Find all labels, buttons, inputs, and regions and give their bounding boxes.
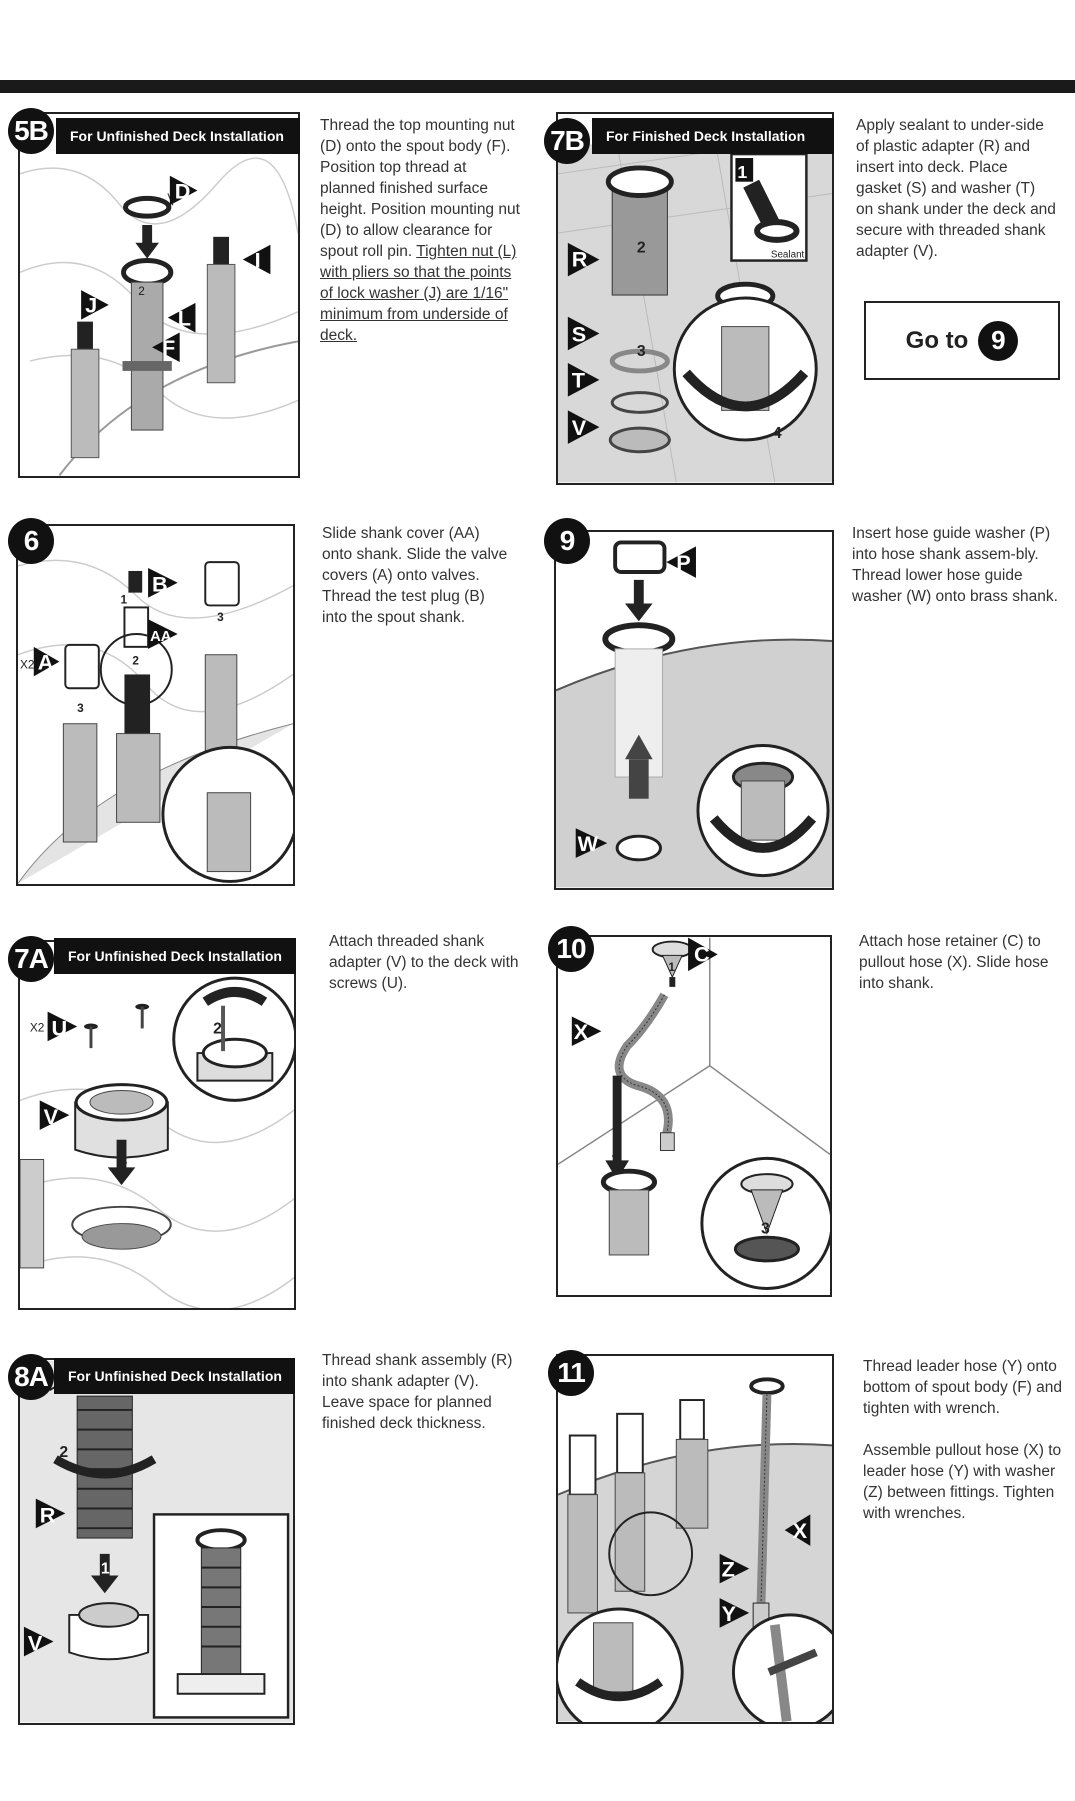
- go-to-text: Go to: [905, 326, 969, 354]
- label-p: P: [676, 550, 690, 575]
- label-i: I: [255, 247, 261, 272]
- callout-3: 3: [761, 1220, 770, 1237]
- description-paragraph-2: Assemble pullout hose (X) to leader hose…: [863, 1442, 1062, 1522]
- illustration-8a: R V 1 2: [18, 1358, 295, 1725]
- callout-3a: 3: [217, 610, 224, 624]
- finished-deck-diagram: 1 Sealant R S T V 2 3 4: [558, 133, 832, 483]
- callout-1: 1: [121, 592, 128, 606]
- pullout-hose-diagram: C X 1 2 3: [558, 937, 830, 1290]
- callout-2: 2: [59, 1444, 68, 1461]
- label-y: Y: [722, 1601, 737, 1626]
- label-a: A: [38, 650, 54, 675]
- step-description: Thread leader hose (Y) onto bottom of sp…: [863, 1356, 1063, 1545]
- label-u: U: [52, 1015, 68, 1040]
- shank-adapter-screws-diagram: U X2 V 1 2: [20, 976, 294, 1308]
- go-to-step-9-box: Go to 9: [864, 301, 1060, 380]
- label-v: V: [44, 1104, 59, 1129]
- go-to-step-number: 9: [978, 320, 1019, 361]
- label-s: S: [572, 321, 586, 346]
- label-v: V: [28, 1630, 43, 1655]
- description-paragraph-1: Thread leader hose (Y) onto bottom of sp…: [863, 1358, 1063, 1417]
- callout-3b: 3: [77, 701, 84, 715]
- step-header: For Unfinished Deck Installation: [54, 938, 296, 974]
- callout-4: 4: [773, 425, 782, 442]
- callout-1: 1: [668, 960, 675, 974]
- description-underlined: Tighten nut (L) with pliers so that the …: [320, 243, 517, 344]
- callout-2: 2: [132, 654, 139, 668]
- step-number-badge: 9: [544, 518, 590, 564]
- illustration-6: B AA A X2 1 2 3 3: [16, 524, 295, 886]
- label-aa: AA: [150, 629, 172, 645]
- label-l: L: [178, 306, 191, 331]
- label-c: C: [694, 941, 710, 966]
- step-number-badge: 5B: [8, 108, 54, 154]
- step-number-badge: 7A: [8, 936, 54, 982]
- callout-2: 2: [138, 284, 145, 298]
- step-header: For Finished Deck Installation: [592, 118, 834, 154]
- label-t: T: [572, 368, 585, 393]
- step-number-badge: 11: [548, 1350, 594, 1396]
- label-r: R: [572, 246, 588, 271]
- top-rule: [0, 80, 1075, 93]
- label-z: Z: [722, 1556, 735, 1581]
- step-header: For Unfinished Deck Installation: [56, 118, 300, 154]
- label-v: V: [572, 415, 587, 440]
- step-description: Attach threaded shank adapter (V) to the…: [329, 933, 519, 992]
- qty-x2: X2: [30, 1020, 44, 1034]
- illustration-7b: 1 Sealant R S T V 2 3 4: [556, 112, 834, 485]
- step-description: Insert hose guide washer (P) into hose s…: [852, 525, 1058, 605]
- label-w: W: [578, 831, 599, 856]
- step-number-badge: 8A: [8, 1354, 54, 1400]
- label-x: X: [793, 1518, 808, 1543]
- label-r: R: [40, 1502, 56, 1527]
- callout-1: 1: [737, 162, 747, 182]
- label-b: B: [152, 572, 168, 597]
- faucet-valves-diagram: D I J L F 1 2: [20, 157, 298, 476]
- sealant-label: Sealant: [771, 250, 805, 261]
- callout-3: 3: [637, 343, 646, 360]
- step-description: Thread the top mounting nut (D) onto the…: [320, 115, 520, 346]
- illustration-7a: U X2 V 1 2: [18, 940, 296, 1310]
- illustration-11: X Z Y: [556, 1354, 834, 1724]
- step-number-badge: 7B: [544, 118, 590, 164]
- callout-2: 2: [611, 1151, 620, 1168]
- callout-1: 1: [142, 229, 149, 243]
- qty-x2: X2: [20, 658, 34, 672]
- callout-1: 1: [119, 1150, 128, 1167]
- shank-assembly-diagram: R V 1 2: [20, 1360, 293, 1723]
- step-number-badge: 10: [548, 926, 594, 972]
- step-description: Thread shank assembly (R) into shank ada…: [322, 1352, 513, 1432]
- callout-1: 1: [101, 1561, 110, 1578]
- description-text: Thread the top mounting nut (D) onto the…: [320, 117, 520, 260]
- step-header: For Unfinished Deck Installation: [54, 1358, 295, 1394]
- step-description: Attach hose retainer (C) to pullout hose…: [859, 933, 1049, 992]
- step-number-badge: 6: [8, 518, 54, 564]
- callout-2: 2: [213, 1020, 222, 1037]
- valve-covers-diagram: B AA A X2 1 2 3 3: [18, 559, 293, 884]
- label-j: J: [85, 293, 97, 318]
- illustration-9: P W: [554, 530, 834, 890]
- illustration-5b: D I J L F 1 2: [18, 112, 300, 478]
- hose-guide-washer-diagram: P W: [556, 540, 832, 888]
- illustration-10: C X 1 2 3: [556, 935, 832, 1297]
- label-f: F: [162, 335, 175, 360]
- step-description: Apply sealant to under-side of plastic a…: [856, 117, 1056, 260]
- step-description: Slide shank cover (AA) onto shank. Slide…: [322, 525, 508, 626]
- label-d: D: [175, 178, 191, 203]
- label-x: X: [574, 1019, 589, 1044]
- leader-hose-diagram: X Z Y: [558, 1377, 832, 1722]
- callout-2: 2: [637, 240, 646, 257]
